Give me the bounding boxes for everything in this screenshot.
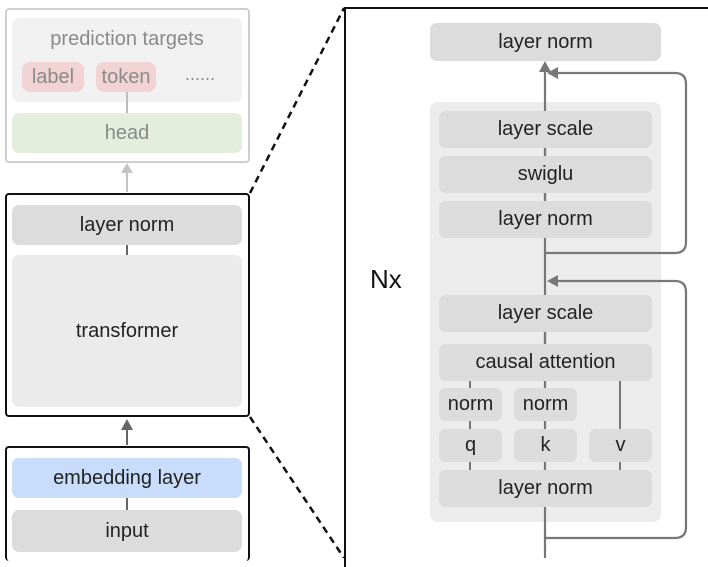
mlp-residual-arrowhead: [547, 67, 558, 79]
zoom-frame: [344, 7, 708, 567]
attn-layer-scale-overlay: layer scale: [439, 295, 652, 332]
transformer-block: transformer: [12, 255, 242, 407]
prediction-targets-group: [5, 8, 250, 163]
zoom-dash-top: [248, 7, 346, 194]
transformer-group: [5, 193, 250, 417]
q-box-overlay: q: [439, 429, 502, 462]
k-norm-box-overlay: norm: [514, 388, 577, 421]
embedding-group: [5, 446, 250, 561]
prediction-targets-title: prediction targets: [50, 28, 204, 50]
attn-layer-norm-overlay: layer norm: [439, 470, 652, 507]
mlp-residual-path: [545, 71, 688, 255]
q-norm-box-overlay: norm: [439, 388, 502, 421]
attn-residual-arrowhead: [547, 275, 558, 287]
embedding-to-transformer-arrowhead: [121, 419, 133, 430]
repeat-label: Nx: [370, 264, 402, 294]
main-flow-arrowhead: [539, 61, 551, 72]
input-box: input: [12, 510, 242, 552]
mlp-layer-norm-overlay: layer norm: [439, 201, 652, 238]
causal-attention-overlay: causal attention: [439, 344, 652, 381]
embedding-layer-box: embedding layer: [12, 458, 242, 498]
label-chip: label: [22, 62, 84, 92]
transformer-to-head-arrowhead: [121, 163, 133, 173]
v-box-overlay: v: [589, 429, 652, 462]
attn-residual-path: [545, 279, 688, 540]
token-chip: token: [96, 62, 156, 92]
more-targets-ellipsis: ......: [184, 64, 215, 84]
k-box-overlay: k: [514, 429, 577, 462]
zoom-dash-bottom: [248, 416, 346, 558]
mlp-layer-scale-overlay: layer scale: [439, 111, 652, 148]
head-box: head: [12, 113, 242, 153]
swiglu-overlay: swiglu: [439, 156, 652, 193]
top-layer-norm: layer norm: [430, 23, 661, 61]
left-layer-norm: layer norm: [12, 205, 242, 245]
